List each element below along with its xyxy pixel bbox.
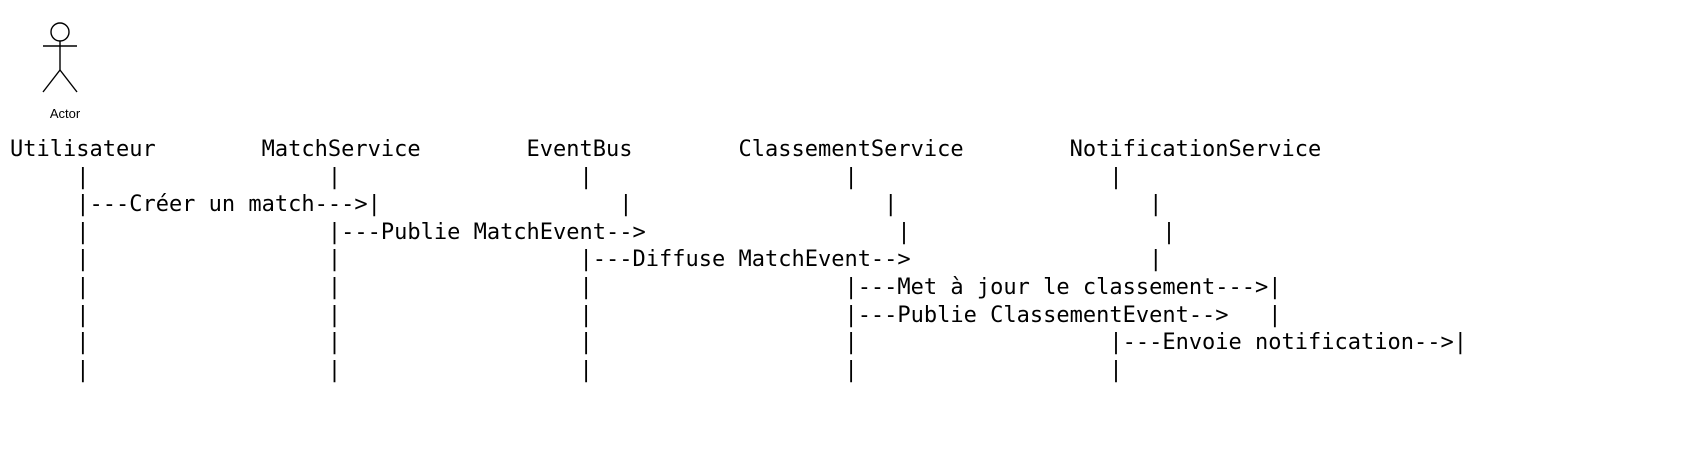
actor-label: Actor [49,106,81,121]
diagram-line: | | | | | [10,357,1123,383]
stick-figure-icon [42,22,78,93]
diagram-message-line: | | | |---Met à jour le classement--->| [10,274,1282,300]
diagram-message-line: | | |---Diffuse MatchEvent--> | [10,247,1163,273]
diagram-message-line: |---Créer un match--->| | | | [10,192,1163,218]
diagram-line: | | | | | [10,164,1123,190]
diagram-participants-line: Utilisateur MatchService EventBus Classe… [10,137,1322,162]
sequence-diagram-ascii: Utilisateur MatchService EventBus Classe… [10,136,1467,384]
diagram-message-line: | | | |---Publie ClassementEvent--> | [10,302,1282,328]
actor-figure: Actor [40,20,90,121]
diagram-message-line: | | | | |---Envoie notification-->| [10,330,1467,356]
diagram-message-line: | |---Publie MatchEvent--> | | [10,219,1176,245]
